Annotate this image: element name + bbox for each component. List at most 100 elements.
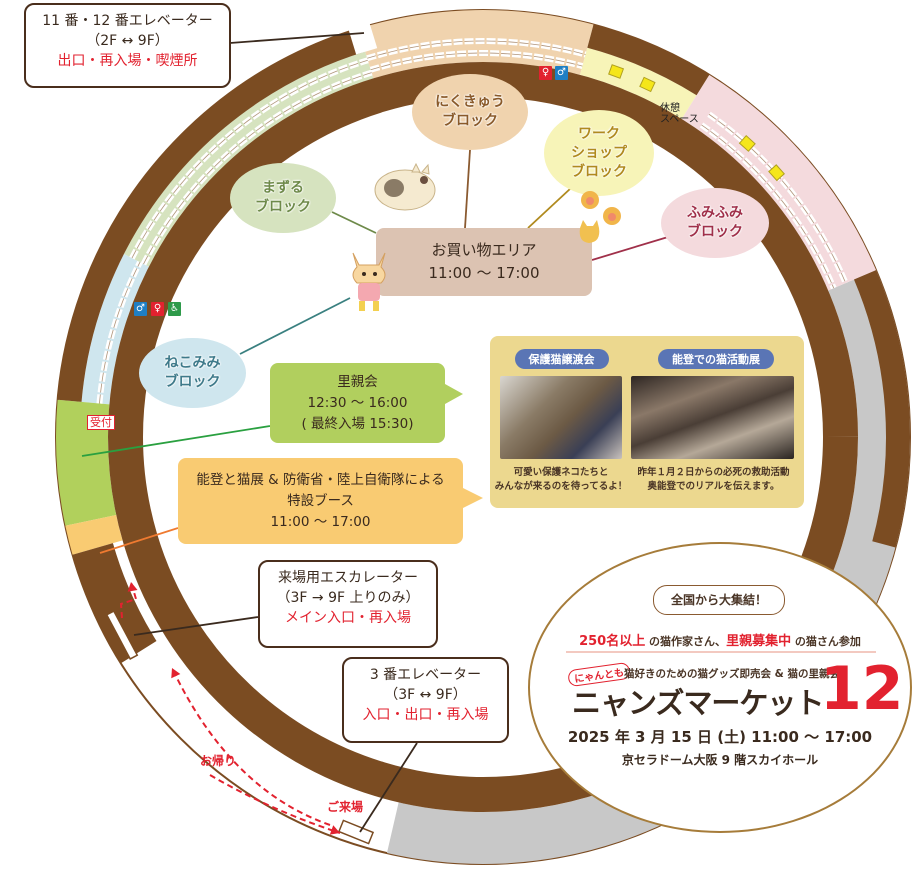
event-tagline: 猫好きのための猫グッズ即売会 & 猫の里親会: [624, 668, 840, 680]
special-booth-leader: [99, 527, 179, 554]
participants-text-2: の猫さん参加: [791, 635, 861, 648]
booth-tables-outline: [701, 124, 835, 289]
booth-tables-outline: [370, 52, 583, 71]
arrival-route-label: ご来場: [327, 800, 364, 814]
female-restroom-icon: ♀: [151, 302, 164, 316]
event-logo-name: ニャンズマーケット: [572, 686, 824, 720]
adoption-event-last-entry: ( 最終入場 15:30): [301, 416, 414, 432]
fumifumi-leader: [591, 236, 669, 261]
workshop-booth: [608, 64, 625, 79]
zone-masuru: [123, 51, 374, 267]
special-booth-pointer: [463, 488, 483, 508]
nikukyu-leader: [464, 149, 471, 229]
photo-panel: 保護猫譲渡会 能登での猫活動展 可愛い保護ネコたちと みんなが来るのを待ってるよ…: [490, 336, 804, 508]
shopping-area-box: お買い物エリア 11:00 ～ 17:00: [376, 228, 592, 296]
route-arrowhead-icon: [171, 668, 181, 679]
block-nekomimi-name: ねこみみ: [164, 355, 221, 371]
block-nekomimi-suffix: ブロック: [164, 374, 221, 390]
event-venue: 京セラドーム大阪 9 階スカイホール: [621, 753, 819, 767]
booth-tables-outline: [99, 262, 141, 404]
special-booth-line1: 能登と猫展 & 防衛省・陸上自衛隊による: [196, 472, 445, 488]
masuru-leader: [331, 211, 377, 234]
special-booth-line2: 特設ブース: [287, 493, 354, 509]
noto-exhibit-caption-1: 昨年１月２日からの必死の救助活動: [637, 467, 790, 478]
block-fumifumi-name: ふみふみ: [687, 205, 743, 221]
participants-line: 250名以上 の猫作家さん、里親募集中 の猫さん参加: [528, 630, 912, 649]
block-nikukyu[interactable]: にくきゅうブロック: [412, 74, 528, 150]
zone-adoption: [56, 399, 117, 526]
elevator-11-12-floors: （2F ↔ 9F）: [86, 33, 169, 49]
adoption-event-title: 里親会: [337, 374, 378, 390]
photo-cat-adoption: [500, 376, 622, 459]
escalator-title: 来場用エスカレーター: [278, 570, 418, 586]
rest-space-label-line2: スペース: [660, 114, 699, 125]
escalator-note: メイン入口・再入場: [285, 610, 411, 626]
outer-wall: [72, 542, 157, 664]
elevator-11-12-note: 出口・再入場・喫煙所: [57, 53, 198, 69]
block-masuru-name: まずる: [262, 180, 304, 196]
block-nikukyu-name: にくきゅう: [435, 94, 505, 110]
escalator-route-arrow: [119, 581, 138, 619]
workshop-booth: [738, 135, 756, 152]
elevator-11-12-callout: 11 番・12 番エレベーター （2F ↔ 9F） 出口・再入場・喫煙所: [24, 3, 231, 88]
outer-wall: [587, 24, 710, 96]
accessible-restroom-icon: ♿: [168, 302, 181, 316]
male-restroom-icon: ♂: [134, 302, 147, 316]
return-route-label: お帰り: [200, 754, 237, 768]
adoption-highlight: 里親募集中: [726, 634, 792, 649]
elevator-3-title: 3 番エレベーター: [369, 667, 482, 683]
round-cat-illustration: [374, 162, 436, 211]
workshop-booth: [768, 164, 785, 182]
booth-tables-outline: [367, 40, 586, 59]
cat-adoption-caption-2: みんなが来るのを待ってるよ！: [494, 481, 628, 492]
block-masuru[interactable]: まずるブロック: [230, 163, 336, 233]
escalator-marker: [105, 610, 139, 660]
booth-tables-outline: [708, 113, 847, 284]
event-info-content: 全国から大集結！ 250名以上 の猫作家さん、里親募集中 の猫さん参加 にゃんと…: [528, 542, 912, 833]
zone-nekomimi: [81, 254, 149, 405]
adoption-event-hours: 12:30 ～ 16:00: [307, 395, 408, 411]
elevator-11-12-leader: [229, 32, 365, 44]
cat-adoption-caption-1: 可愛い保護ネコたちと: [513, 467, 609, 478]
block-nikukyu-suffix: ブロック: [441, 113, 498, 129]
male-restroom-icon: ♂: [555, 66, 568, 80]
workshop-booth: [639, 76, 656, 93]
route-arrowhead-icon: [329, 825, 340, 835]
outer-wall: [853, 270, 910, 548]
zone-fumifumi: [681, 74, 877, 291]
nekomimi-leader: [239, 297, 351, 355]
block-nekomimi[interactable]: ねこみみブロック: [139, 338, 246, 408]
artists-count: 250名以上: [579, 634, 646, 649]
reception-label: 受付: [87, 415, 115, 430]
block-masuru-suffix: ブロック: [255, 199, 311, 215]
elevator-3-note: 入口・出口・再入場: [362, 707, 489, 723]
adoption-event-box: 里親会 12:30 ～ 16:00 ( 最終入場 15:30): [270, 363, 445, 443]
block-workshop-suffix: ブロック: [571, 163, 627, 180]
adoption-leader: [81, 425, 271, 457]
elevator-3-floors: （3F ↔ 9F）: [384, 687, 467, 703]
elevator-3-leader: [359, 742, 418, 833]
booth-tables-outline: [131, 59, 368, 259]
zone-workshop: [579, 47, 697, 120]
escalator-leader: [133, 616, 259, 636]
nationwide-bubble: 全国から大集結！: [653, 585, 785, 615]
cat-adoption-label: 保護猫譲渡会: [514, 349, 609, 369]
zone-nikukyu: [358, 10, 594, 79]
adoption-box-pointer: [445, 384, 463, 404]
escalator-floors: （3F → 9F 上りのみ）: [276, 590, 420, 606]
escalator-callout: 来場用エスカレーター （3F → 9F 上りのみ） メイン入口・再入場: [258, 560, 438, 648]
block-workshop-line2: ショップ: [571, 144, 627, 161]
block-fumifumi[interactable]: ふみふみブロック: [661, 188, 769, 258]
special-booth-box: 能登と猫展 & 防衛省・陸上自衛隊による 特設ブース 11:00 ～ 17:00: [178, 458, 463, 544]
rest-space-label-line1: 休憩: [660, 103, 680, 114]
photo-noto-disaster: [631, 376, 794, 459]
event-date: 2025 年 3 月 15 日 (土) 11:00 ～ 17:00: [567, 728, 873, 746]
block-workshop[interactable]: ワークショップブロック: [544, 110, 654, 196]
elevator-3-marker: [337, 819, 375, 845]
paw-prints-illustration: [579, 191, 621, 243]
shopping-area-title: お買い物エリア: [431, 241, 537, 259]
participants-text-1: の猫作家さん、: [645, 635, 727, 648]
elevator-11-12-title: 11 番・12 番エレベーター: [42, 13, 213, 29]
female-restroom-icon: ♀: [539, 66, 552, 80]
route-arrowhead-icon: [127, 582, 138, 592]
